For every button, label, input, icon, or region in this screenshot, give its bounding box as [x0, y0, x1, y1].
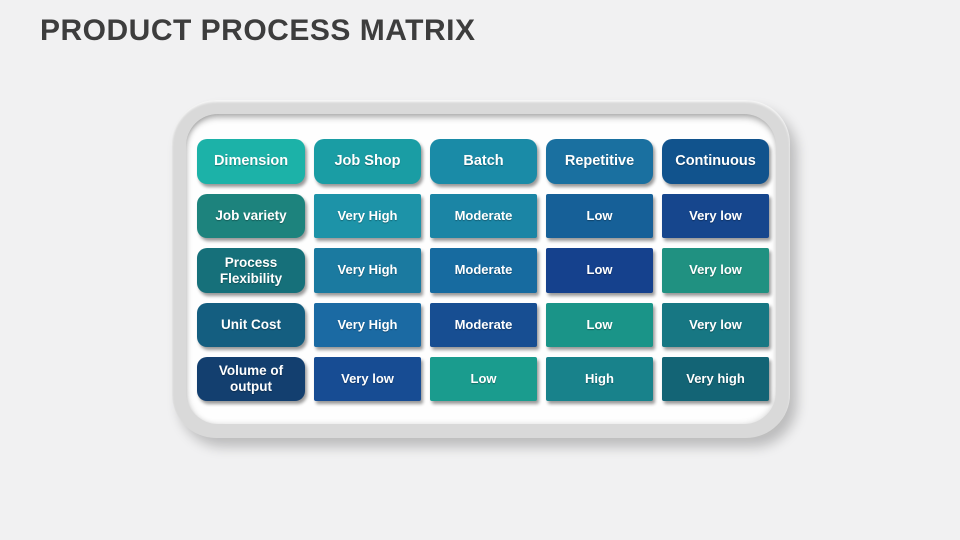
matrix-cell-volume-of-output-low-label: Low: [470, 370, 497, 386]
matrix-cell-unit-cost-moderate-label: Moderate: [454, 316, 513, 332]
matrix-cell-job-variety-very-low-label: Very low: [689, 207, 742, 223]
header-cell-dimension: Dimension: [197, 139, 305, 184]
matrix-cell-volume-of-output-very-low: Very low: [314, 357, 421, 401]
header-cell-repetitive-label: Repetitive: [564, 153, 635, 170]
matrix-cell-job-variety-moderate: Moderate: [430, 194, 537, 238]
matrix-cell-process-flexibility-low: Low: [546, 248, 653, 293]
matrix-cell-volume-of-output-low: Low: [430, 357, 537, 401]
matrix-cell-unit-cost-low-label: Low: [586, 316, 613, 332]
header-cell-batch-label: Batch: [463, 153, 504, 170]
matrix-cell-job-variety-low: Low: [546, 194, 653, 238]
header-cell-continuous: Continuous: [662, 139, 769, 184]
matrix-cell-process-flexibility-very-high: Very High: [314, 248, 421, 293]
matrix-cell-unit-cost-very-low: Very low: [662, 303, 769, 347]
matrix-cell-unit-cost-very-high-label: Very High: [337, 316, 398, 332]
dimension-cell-unit-cost: Unit Cost: [197, 303, 305, 347]
matrix-cell-process-flexibility-low-label: Low: [586, 262, 613, 278]
dimension-cell-process-flexibility: Process Flexibility: [197, 248, 305, 293]
dimension-cell-job-variety-label: Job variety: [215, 208, 287, 224]
dimension-cell-unit-cost-label: Unit Cost: [221, 317, 281, 333]
matrix-cell-volume-of-output-high-label: High: [585, 370, 614, 386]
matrix-cell-job-variety-very-low: Very low: [662, 194, 769, 238]
matrix-cell-process-flexibility-moderate-label: Moderate: [454, 262, 513, 278]
matrix-cell-process-flexibility-very-low: Very low: [662, 248, 769, 293]
matrix-cell-volume-of-output-very-high-label: Very high: [686, 370, 745, 386]
matrix-cell-unit-cost-low: Low: [546, 303, 653, 347]
matrix-cell-process-flexibility-very-high-label: Very High: [337, 262, 398, 278]
matrix-cell-process-flexibility-moderate: Moderate: [430, 248, 537, 293]
dimension-cell-process-flexibility-label: Process Flexibility: [219, 254, 283, 286]
matrix-cell-job-variety-moderate-label: Moderate: [454, 207, 513, 223]
matrix-cell-unit-cost-very-low-label: Very low: [689, 316, 742, 332]
dimension-cell-volume-of-output-label: Volume of output: [218, 363, 284, 394]
header-cell-batch: Batch: [430, 139, 537, 184]
header-cell-job-shop: Job Shop: [314, 139, 421, 184]
matrix-cell-volume-of-output-very-low-label: Very low: [341, 370, 394, 386]
matrix-cell-job-variety-low-label: Low: [586, 207, 613, 223]
matrix-cell-job-variety-very-high: Very High: [314, 194, 421, 238]
matrix-cell-unit-cost-very-high: Very High: [314, 303, 421, 347]
matrix-cell-volume-of-output-high: High: [546, 357, 653, 401]
matrix-cell-volume-of-output-very-high: Very high: [662, 357, 769, 401]
matrix-cell-unit-cost-moderate: Moderate: [430, 303, 537, 347]
header-cell-continuous-label: Continuous: [675, 153, 756, 170]
dimension-cell-job-variety: Job variety: [197, 194, 305, 238]
matrix-cell-process-flexibility-very-low-label: Very low: [689, 262, 742, 278]
slide-title: PRODUCT PROCESS MATRIX: [40, 14, 476, 47]
matrix-table: Dimension Job Shop Batch Repetitive Continuo…: [197, 139, 769, 401]
header-cell-job-shop-label: Job Shop: [334, 153, 401, 170]
matrix-cell-job-variety-very-high-label: Very High: [337, 207, 398, 223]
dimension-cell-volume-of-output: Volume of output: [197, 357, 305, 401]
header-cell-dimension-label: Dimension: [213, 153, 289, 170]
header-cell-repetitive: Repetitive: [546, 139, 653, 184]
